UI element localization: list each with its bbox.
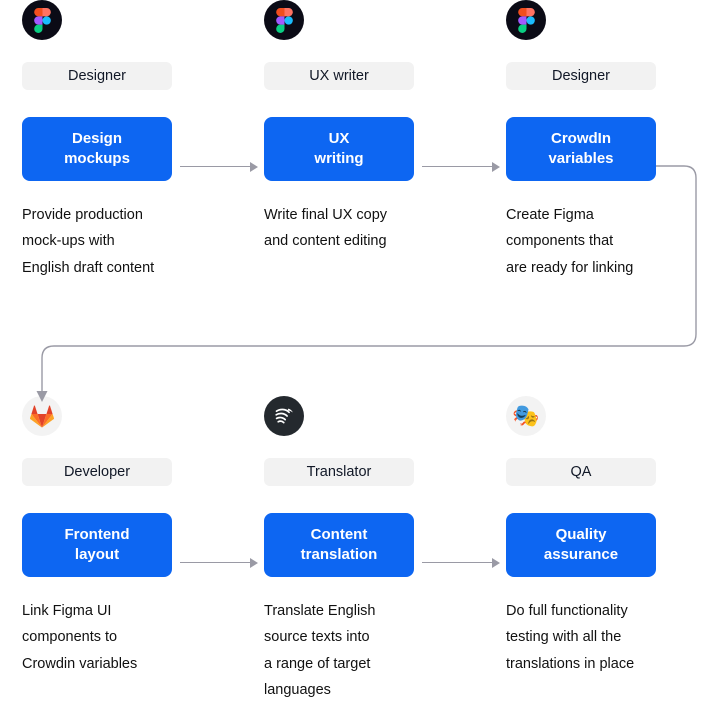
desc-line: and content editing [264,233,387,250]
process-box-line1: UX [328,129,350,147]
desc-line: Link Figma UI [22,603,112,619]
figma-icon [22,0,62,40]
step-card-crowdin-variables: Designer CrowdIn variables Create Figma … [506,0,656,281]
desc-line: Crowdin variables [22,655,138,672]
process-box[interactable]: Content translation [264,513,414,577]
process-box-line1: Frontend [64,525,130,543]
process-box-line2: mockups [64,150,130,167]
figma-icon [506,0,546,40]
process-box-line1: Content [310,525,368,543]
desc-line: testing with all the [506,629,622,646]
process-box-line1: CrowdIn [551,129,611,147]
role-label: Designer [506,62,656,90]
desc-line: Create Figma [506,207,594,223]
step-card-design-mockups: Designer Design mockups Provide producti… [22,0,172,281]
process-box[interactable]: CrowdIn variables [506,117,656,181]
process-box-line1: Quality [555,525,607,543]
desc-line: English draft content [22,259,155,276]
desc-line: translations in place [506,655,635,672]
desc-line: are ready for linking [506,259,634,276]
step-card-content-translation: Translator Content translation Translate… [264,396,414,704]
step-card-quality-assurance: 🎭 QA Quality assurance Do full functiona… [506,396,656,677]
theater-masks-icon: 🎭 [506,396,546,436]
desc-line: source texts into [264,629,370,646]
desc-line: languages [264,682,331,699]
role-label: Translator [264,458,414,486]
step-description: Provide production mock-ups with English… [22,202,182,281]
gitlab-icon [22,396,62,436]
process-box-line1: Design [71,129,122,147]
process-box-line2: assurance [543,546,619,563]
crowdin-icon [264,396,304,436]
process-box-line2: variables [548,150,614,167]
step-description: Do full functionality testing with all t… [506,598,666,677]
role-label: Designer [22,62,172,90]
step-description: Create Figma components that are ready f… [506,202,666,281]
desc-line: components to [22,629,118,646]
process-box[interactable]: Quality assurance [506,513,656,577]
desc-line: mock-ups with [22,233,115,250]
figma-icon [264,0,304,40]
step-description: Write final UX copy and content editing [264,202,424,255]
process-box[interactable]: UX writing [264,117,414,181]
step-description: Translate English source texts into a ra… [264,598,424,704]
process-box-line2: writing [314,150,364,167]
process-box-line2: translation [300,546,378,563]
desc-line: Do full functionality [506,603,628,619]
role-label: QA [506,458,656,486]
step-card-frontend-layout: Developer Frontend layout Link Figma UI … [22,396,172,677]
desc-line: Write final UX copy [264,207,388,223]
process-box[interactable]: Frontend layout [22,513,172,577]
role-label: UX writer [264,62,414,90]
desc-line: components that [506,233,614,250]
process-box[interactable]: Design mockups [22,117,172,181]
step-description: Link Figma UI components to Crowdin vari… [22,598,182,677]
step-card-ux-writing: UX writer UX writing Write final UX copy… [264,0,414,255]
desc-line: Translate English [264,603,376,619]
process-box-line2: layout [74,546,120,563]
desc-line: Provide production [22,207,143,223]
desc-line: a range of target [264,655,371,672]
role-label: Developer [22,458,172,486]
